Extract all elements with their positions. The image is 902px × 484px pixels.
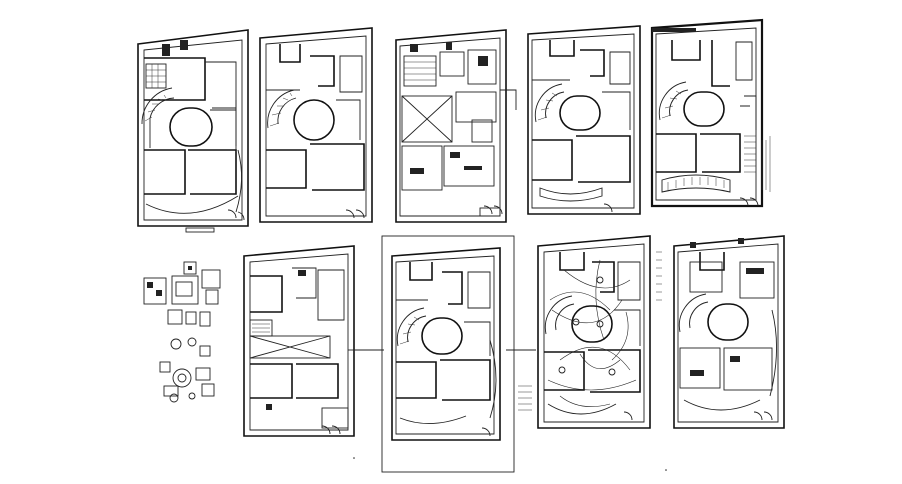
furniture-block-library [143, 261, 221, 403]
floor-plan-4 [527, 25, 641, 215]
floor-plan-6 [243, 245, 358, 437]
floor-plan-1 [137, 29, 249, 233]
floor-plan-9 [673, 235, 785, 429]
floor-plan-5 [650, 18, 771, 208]
floor-plan-8-electrical [518, 235, 662, 429]
floor-plan-2 [259, 27, 373, 223]
floor-plan-7 [381, 235, 515, 473]
floor-plan-3 [395, 29, 517, 223]
